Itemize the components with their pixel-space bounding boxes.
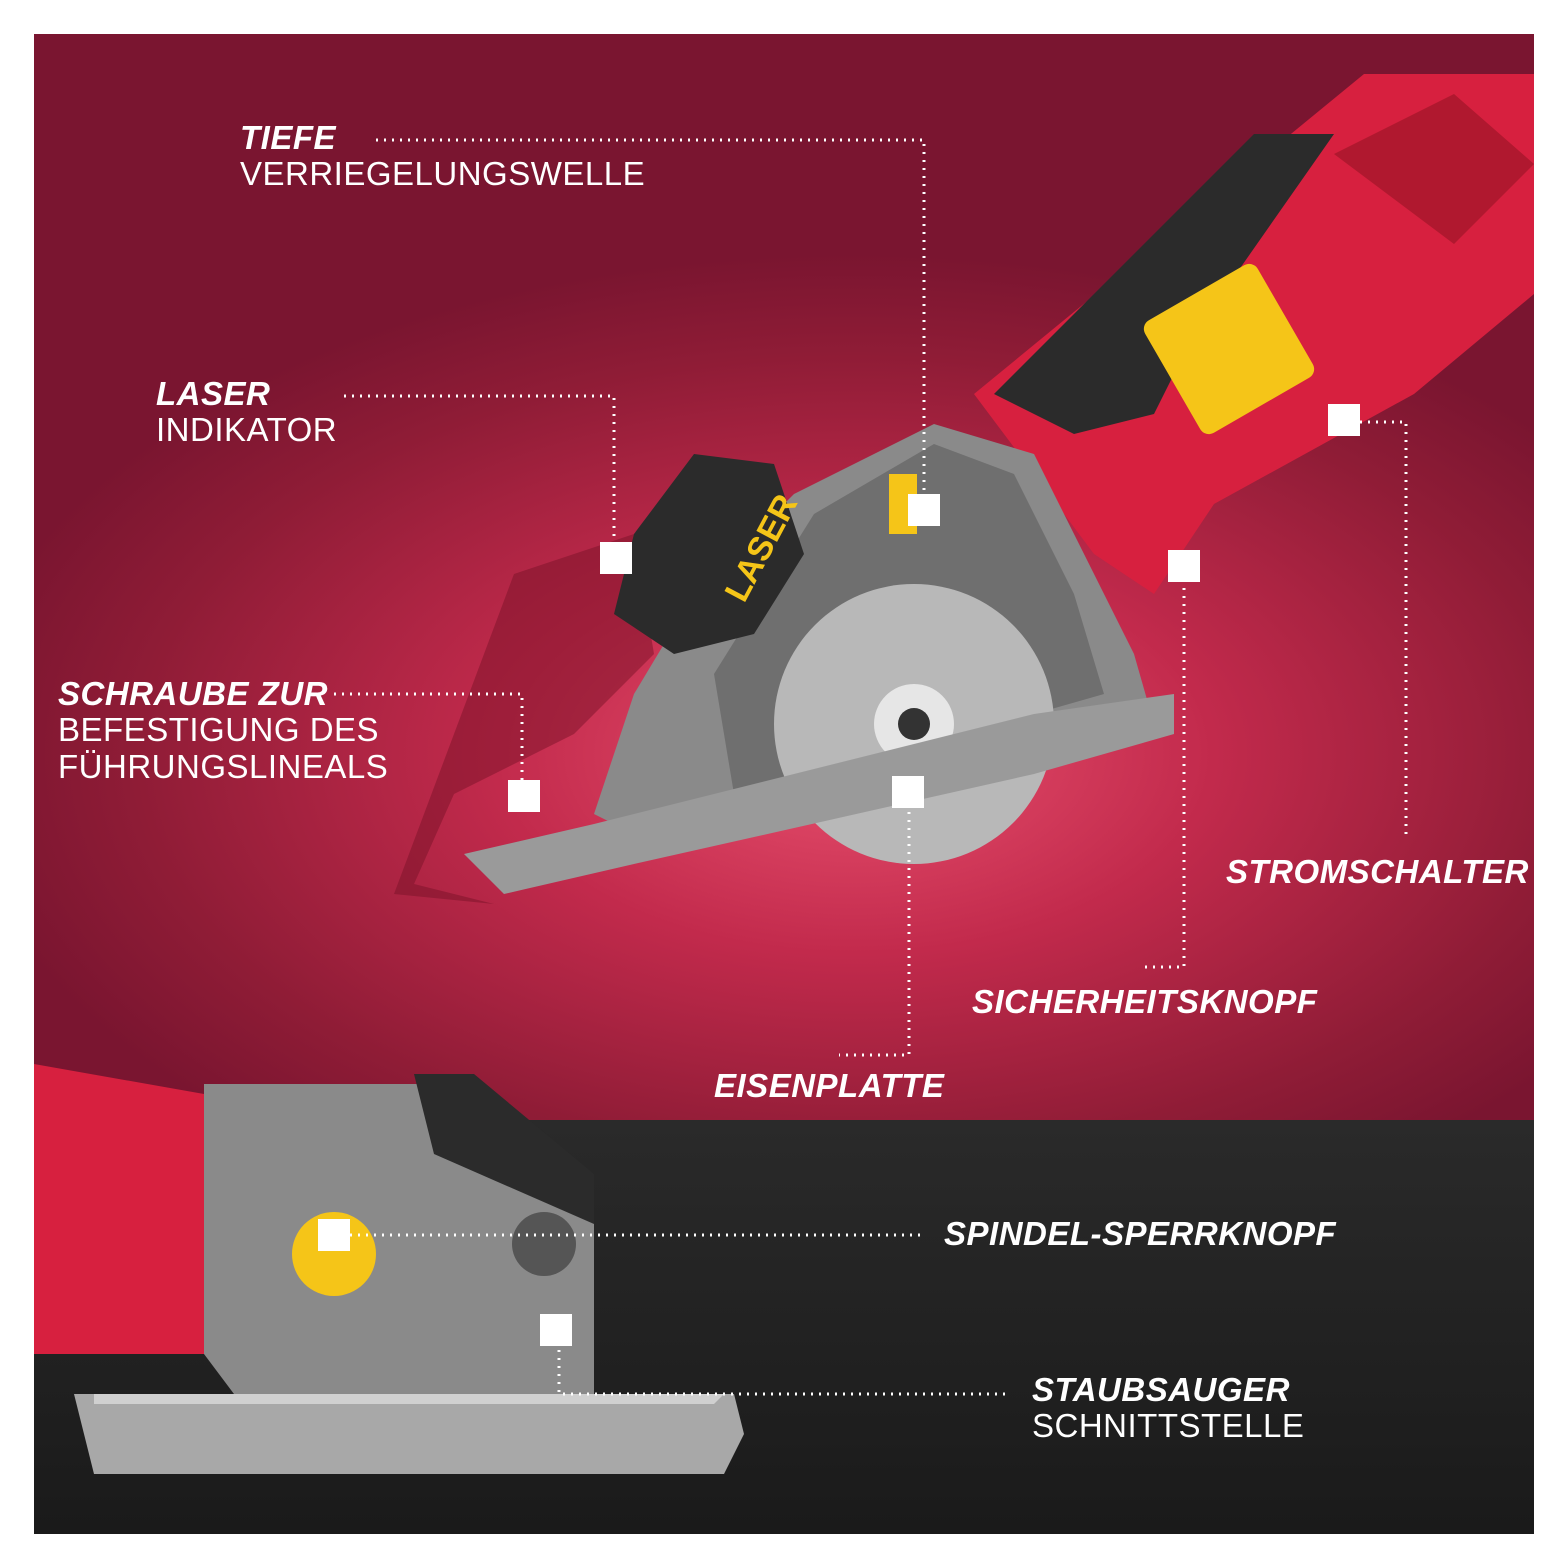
marker-eisenplatte[interactable] bbox=[892, 776, 924, 808]
bottom-laser bbox=[414, 1074, 594, 1224]
label-laser-title: LASER bbox=[156, 375, 271, 412]
marker-schraube[interactable] bbox=[508, 780, 540, 812]
label-sicherheitsknopf: SICHERHEITSKNOPF bbox=[972, 983, 1318, 1020]
dust-port bbox=[512, 1212, 576, 1276]
marker-laser[interactable] bbox=[600, 542, 632, 574]
label-eisenplatte-title: EISENPLATTE bbox=[714, 1067, 945, 1104]
marker-tiefe[interactable] bbox=[908, 494, 940, 526]
label-eisenplatte: EISENPLATTE bbox=[714, 1067, 945, 1104]
leader-lines bbox=[334, 138, 1408, 1396]
marker-staubsauger[interactable] bbox=[540, 1314, 572, 1346]
label-tiefe: TIEFE VERRIEGELUNGSWELLE bbox=[240, 119, 646, 193]
image-frame: LASER bbox=[34, 34, 1534, 1534]
laser-block bbox=[614, 454, 804, 654]
saw-shadow bbox=[394, 534, 654, 904]
label-schraube: SCHRAUBE ZUR BEFESTIGUNG DES FÜHRUNGSLIN… bbox=[58, 675, 389, 785]
label-staubsauger-sub: SCHNITTSTELLE bbox=[1032, 1407, 1305, 1445]
label-stromschalter-title: STROMSCHALTER bbox=[1226, 853, 1529, 890]
label-staubsauger: STAUBSAUGER SCHNITTSTELLE bbox=[1032, 1371, 1305, 1445]
label-spindel: SPINDEL-SPERRKNOPF bbox=[944, 1215, 1337, 1252]
label-laser-sub: INDIKATOR bbox=[156, 411, 338, 449]
saw-illustration: LASER bbox=[34, 74, 1534, 1474]
label-tiefe-sub: VERRIEGELUNGSWELLE bbox=[240, 155, 646, 193]
label-schraube-sub2: FÜHRUNGSLINEALS bbox=[58, 747, 389, 785]
spindle-lock-button bbox=[292, 1212, 376, 1296]
label-stromschalter: STROMSCHALTER bbox=[1226, 853, 1529, 890]
vent bbox=[1334, 94, 1534, 244]
marker-stromschalter[interactable] bbox=[1328, 404, 1360, 436]
bottom-motor bbox=[34, 1064, 204, 1354]
grip bbox=[994, 134, 1334, 434]
label-staubsauger-title: STAUBSAUGER bbox=[1032, 1371, 1290, 1408]
base-plate bbox=[464, 694, 1174, 894]
label-laser: LASER INDIKATOR bbox=[156, 375, 338, 449]
marker-spindel[interactable] bbox=[318, 1219, 350, 1251]
label-sicherheitsknopf-title: SICHERHEITSKNOPF bbox=[972, 983, 1318, 1020]
label-schraube-title: SCHRAUBE ZUR bbox=[58, 675, 328, 712]
label-schraube-sub1: BEFESTIGUNG DES bbox=[58, 711, 380, 749]
bottom-base-plate bbox=[74, 1394, 744, 1474]
marker-sicherheitsknopf[interactable] bbox=[1168, 550, 1200, 582]
label-tiefe-title: TIEFE bbox=[240, 119, 337, 156]
label-spindel-title: SPINDEL-SPERRKNOPF bbox=[944, 1215, 1337, 1252]
switch-panel bbox=[1143, 263, 1315, 435]
